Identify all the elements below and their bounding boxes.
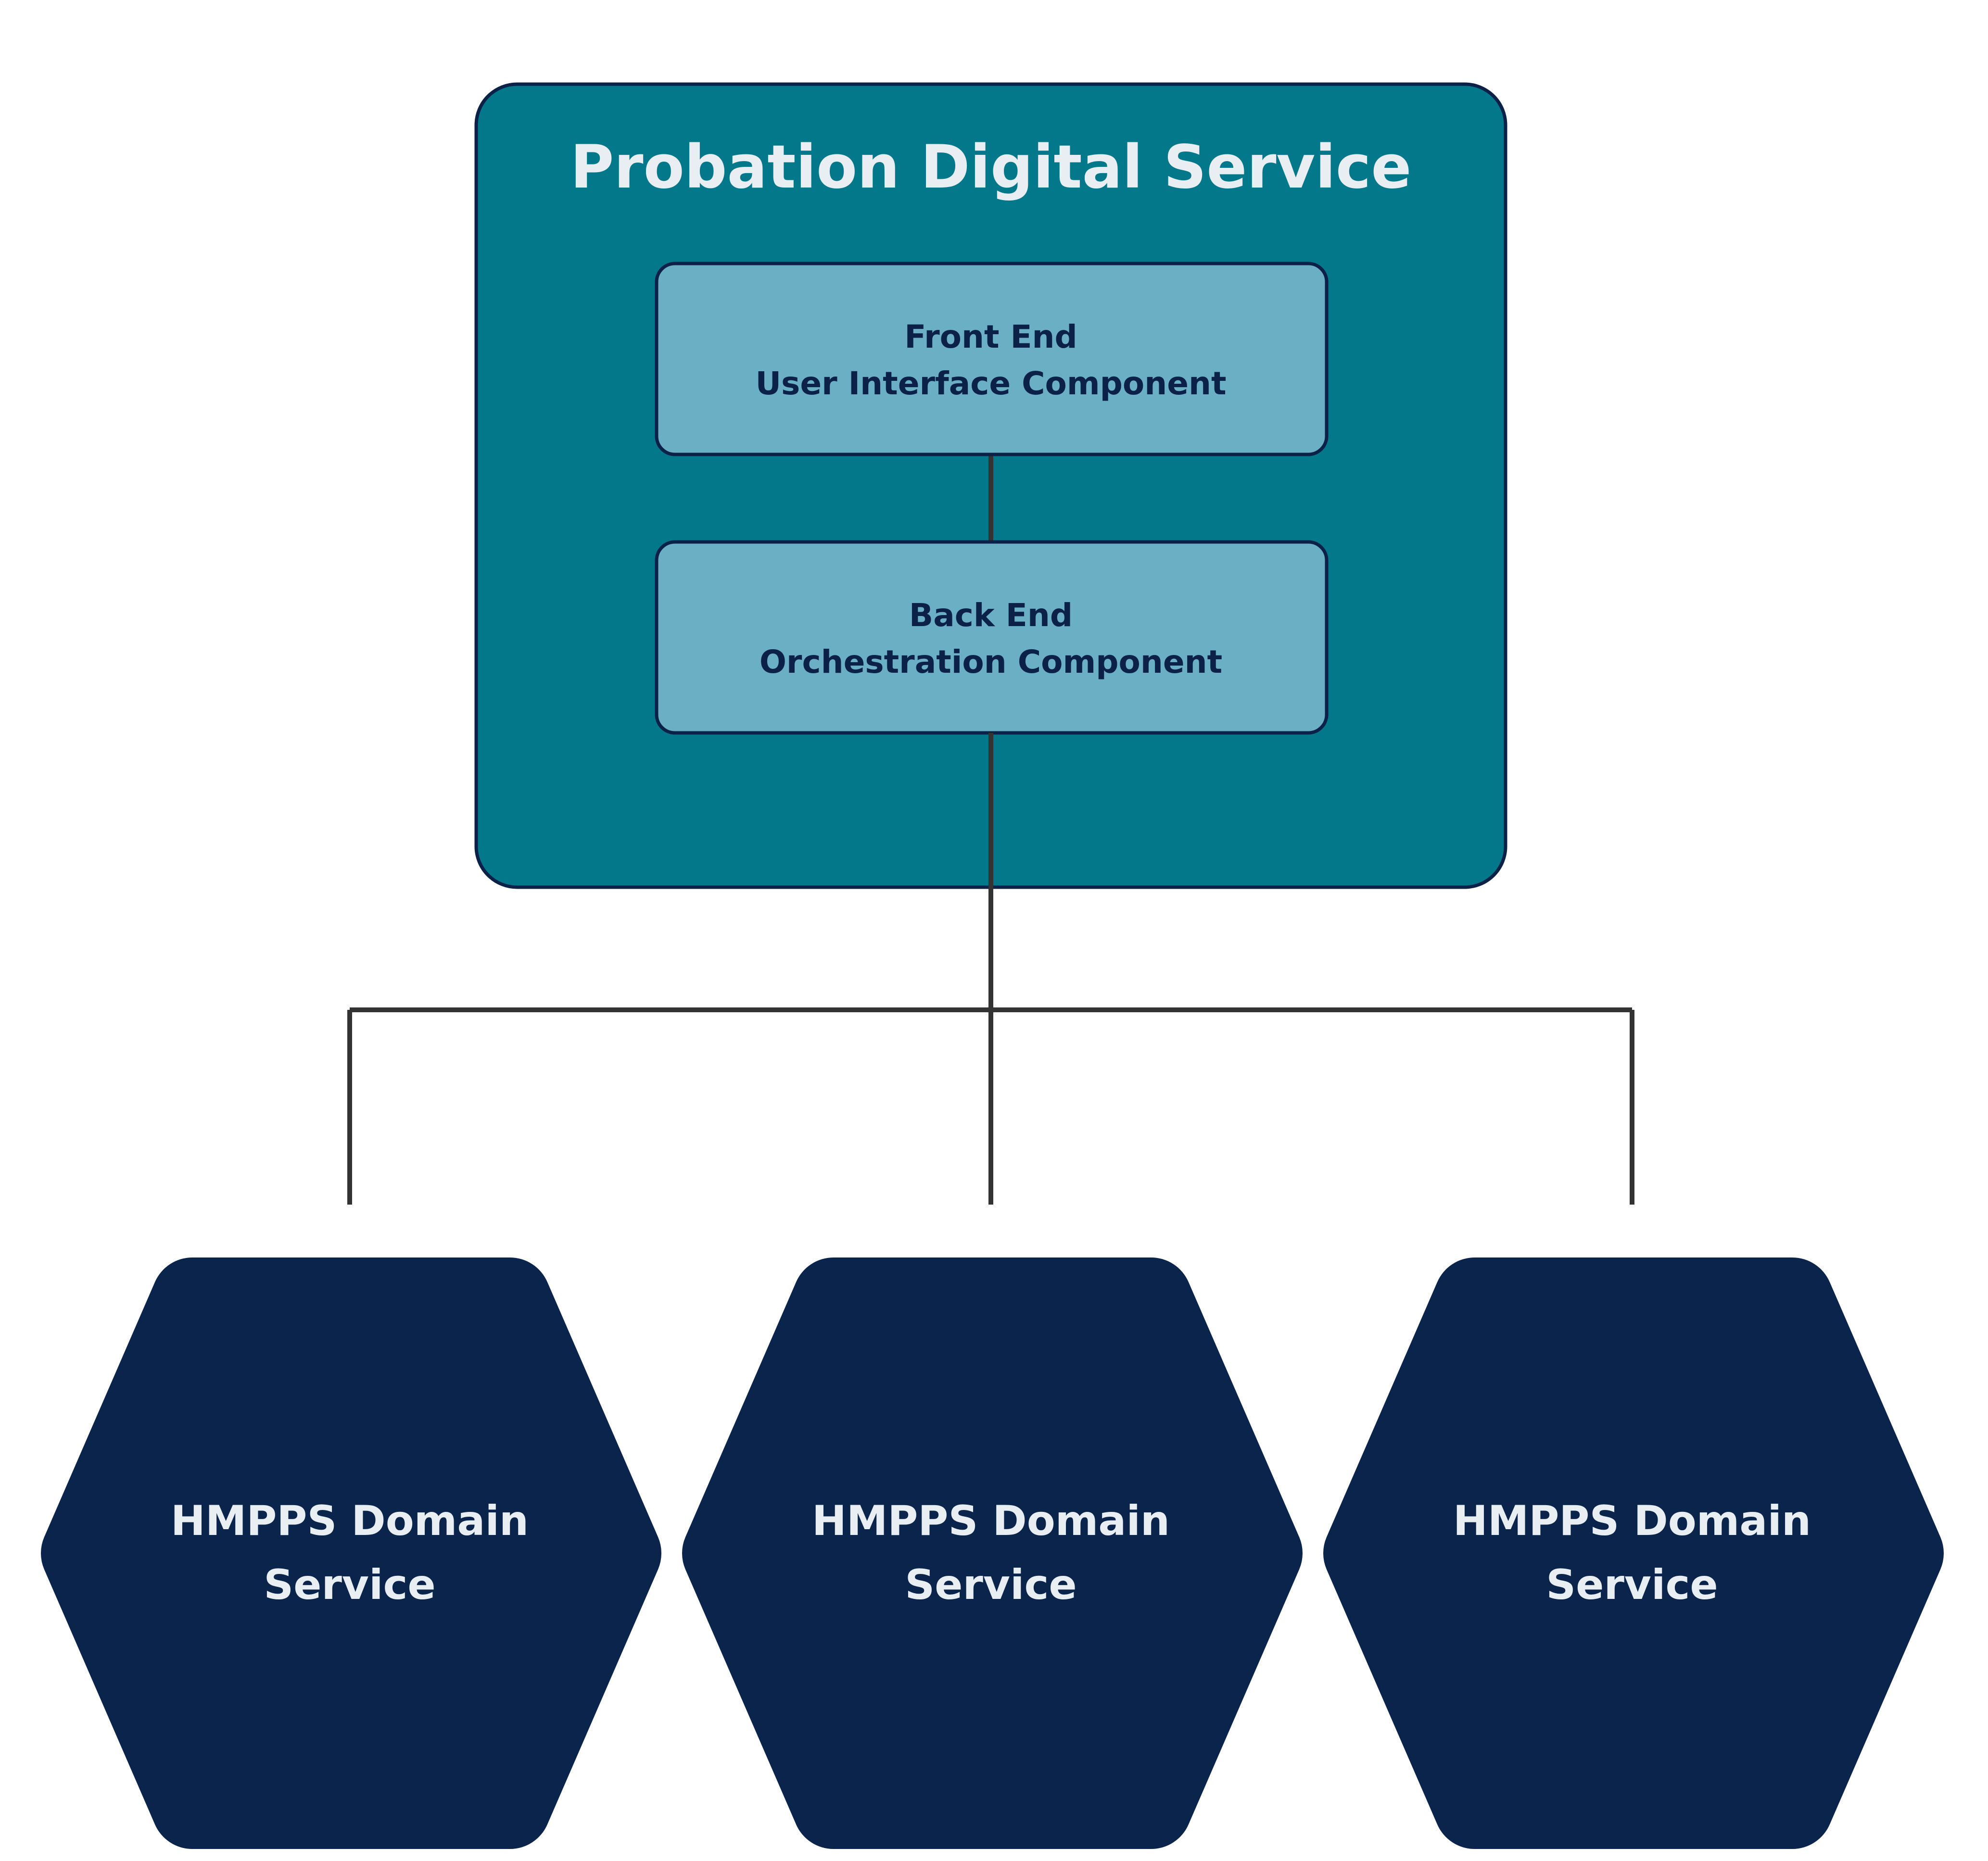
- back-end-label: Back End: [909, 597, 1073, 634]
- domain-service-label: HMPPS Domain: [1453, 1497, 1811, 1545]
- hexagon-shape: [1323, 1257, 1944, 1849]
- domain-service-sublabel: Service: [905, 1561, 1077, 1609]
- hexagon-shape: [41, 1257, 661, 1849]
- domain-connectors: [347, 733, 1634, 1205]
- front-end-sublabel: User Interface Component: [755, 365, 1226, 402]
- hexagon-shape: [682, 1257, 1303, 1849]
- service-title: Probation Digital Service: [570, 133, 1412, 202]
- domain-service-center: HMPPS Domain Service: [682, 1257, 1303, 1849]
- front-end-component: [655, 262, 1329, 456]
- domain-service-sublabel: Service: [1546, 1561, 1718, 1609]
- domain-service-label: HMPPS Domain: [812, 1497, 1170, 1545]
- back-end-sublabel: Orchestration Component: [760, 643, 1222, 680]
- front-end-label: Front End: [904, 318, 1077, 355]
- back-end-component: [655, 540, 1329, 735]
- domain-service-right: HMPPS Domain Service: [1323, 1257, 1944, 1849]
- domain-service-label: HMPPS Domain: [171, 1497, 529, 1545]
- domain-service-sublabel: Service: [264, 1561, 436, 1609]
- domain-service-left: HMPPS Domain Service: [41, 1257, 661, 1849]
